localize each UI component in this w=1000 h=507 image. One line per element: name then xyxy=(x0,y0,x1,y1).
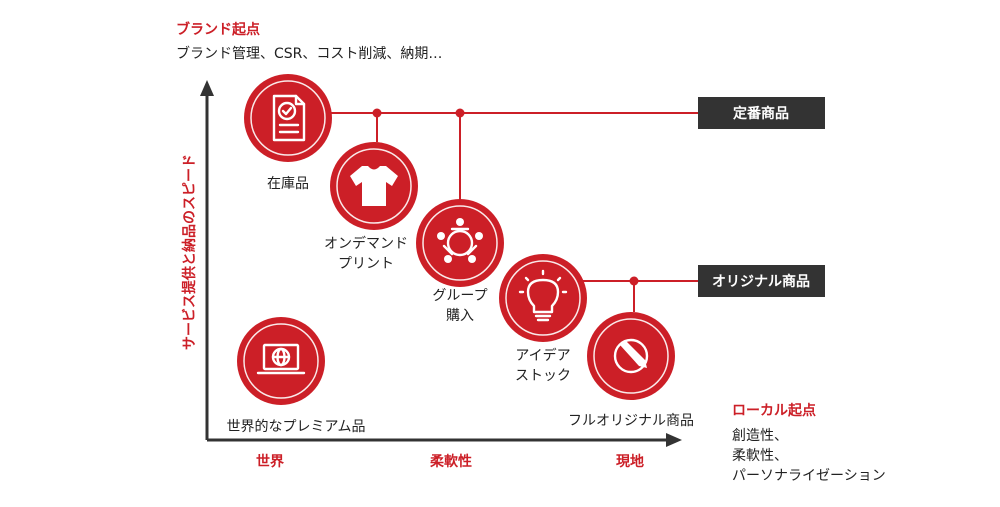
node-group-label-2: 購入 xyxy=(446,308,474,324)
node-group: グループ 購入 xyxy=(416,199,504,324)
brand-origin-subtitle: ブランド管理、CSR、コスト削減、納期… xyxy=(176,45,442,62)
node-ondemand: オンデマンド プリント xyxy=(324,142,418,272)
node-premium: 世界的なプレミアム品 xyxy=(226,317,366,435)
y-axis-arrow xyxy=(200,80,214,96)
lightbulb-icon xyxy=(518,269,568,322)
node-premium-label: 世界的なプレミアム品 xyxy=(226,419,365,435)
laptop-globe-icon xyxy=(256,343,306,375)
node-idea: アイデア ストック xyxy=(499,254,587,384)
node-idea-label-1: アイデア xyxy=(515,347,570,364)
node-full-original-label: フルオリジナル商品 xyxy=(568,413,694,429)
brand-origin-title: ブランド起点 xyxy=(176,21,260,38)
node-group-label-1: グループ xyxy=(432,288,487,304)
standard-products-tag: 定番商品 xyxy=(698,97,825,129)
x-axis-label-flexibility: 柔軟性 xyxy=(429,453,472,470)
original-products-tag: オリジナル商品 xyxy=(698,265,825,297)
x-axis-label-local: 現地 xyxy=(616,453,644,470)
node-ondemand-label-2: プリント xyxy=(338,256,394,272)
node-idea-label-2: ストック xyxy=(515,368,571,384)
local-origin-title: ローカル起点 xyxy=(732,402,816,419)
x-axis-label-global: 世界 xyxy=(256,453,285,470)
standard-products-label: 定番商品 xyxy=(733,105,789,122)
x-axis-arrow xyxy=(666,433,682,447)
group-people-icon xyxy=(437,218,483,263)
group-dot xyxy=(455,108,465,118)
local-origin-line-3: パーソナライゼーション xyxy=(732,468,886,484)
node-ondemand-label-1: オンデマンド xyxy=(324,235,408,252)
node-stock: 在庫品 xyxy=(244,74,332,192)
local-origin-line-1: 創造性、 xyxy=(732,428,788,444)
node-stock-label: 在庫品 xyxy=(267,175,309,192)
original-products-label: オリジナル商品 xyxy=(712,273,810,290)
tshirt-icon xyxy=(350,166,398,206)
local-origin-line-2: 柔軟性、 xyxy=(732,448,788,464)
y-axis-label: サービス提供と納品のスピード xyxy=(181,154,198,350)
full-dot xyxy=(629,276,639,286)
ondemand-dot xyxy=(372,108,382,118)
document-check-icon xyxy=(272,94,306,142)
node-full-original: フルオリジナル商品 xyxy=(568,312,694,429)
pencil-icon xyxy=(613,338,649,374)
